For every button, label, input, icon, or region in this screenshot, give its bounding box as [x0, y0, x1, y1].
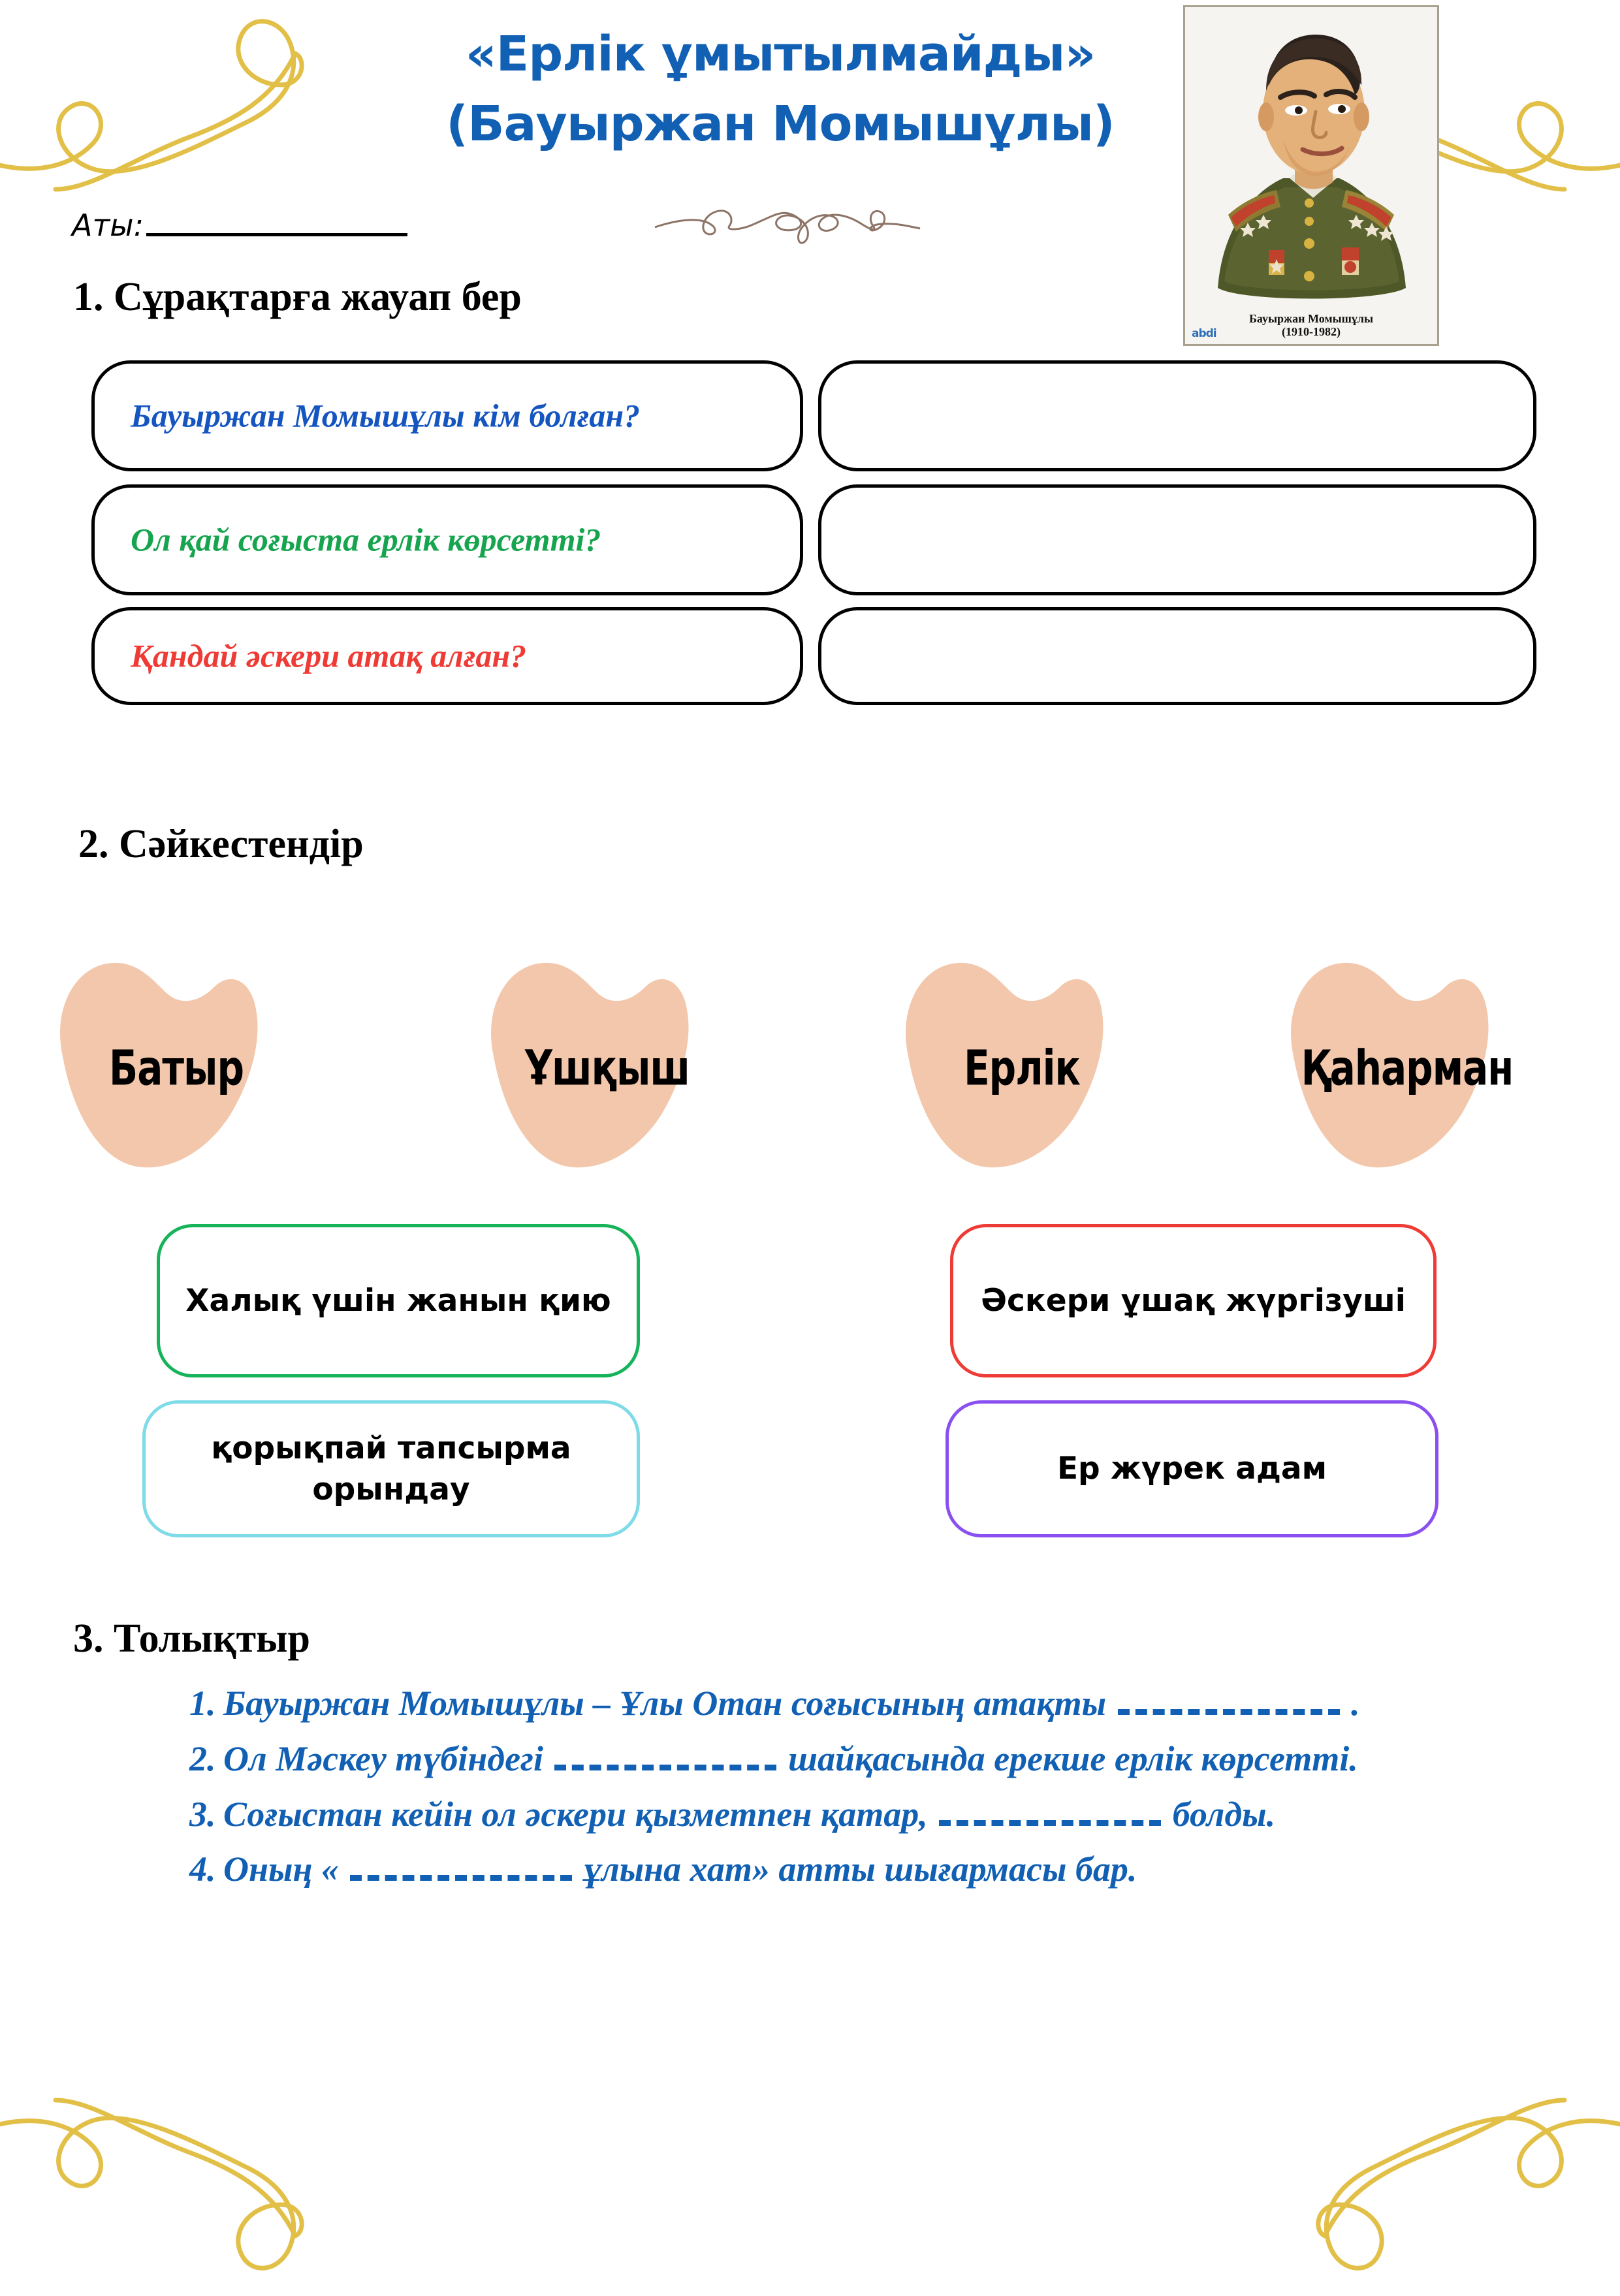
portrait-caption-name: Бауыржан Момышұлы — [1248, 311, 1374, 325]
fill-item-number-2: 2. — [189, 1738, 216, 1778]
section-1-heading: 1. Сұрақтарға жауап бер — [73, 275, 522, 319]
answer-box-1[interactable] — [818, 360, 1536, 471]
corner-flourish-bottom-left — [0, 2051, 359, 2296]
definition-box-3[interactable]: Әскери ұшақ жүргізуші — [950, 1224, 1437, 1377]
word-blob-label-2: Ұшқыш — [524, 1039, 690, 1097]
blank-line-2[interactable] — [554, 1739, 777, 1770]
title-line-1: «Ерлік ұмытылмайды» — [465, 26, 1096, 82]
word-blob-batyr[interactable]: Батыр — [39, 947, 313, 1175]
fill-item-text-before-4: Оның « — [223, 1849, 339, 1889]
fill-item-text-before-1: Бауыржан Момышұлы – Ұлы Отан соғысының а… — [223, 1684, 1107, 1723]
name-field-label: Аты: — [72, 208, 144, 243]
answer-box-3[interactable] — [818, 607, 1536, 705]
fill-item-text-before-2: Ол Мәскеу түбіндегі — [223, 1738, 543, 1778]
fill-item-text-after-1: . — [1351, 1684, 1360, 1723]
definition-box-4[interactable]: Ер жүрек адам — [945, 1400, 1438, 1537]
fill-item-4: 4. Оның « ұлына хат» атты шығармасы бар. — [189, 1844, 1456, 1895]
portrait-image: Бауыржан Момышұлы (1910-1982) abdi — [1183, 5, 1439, 346]
fill-item-text-after-3: болды. — [1172, 1794, 1276, 1834]
definition-box-2[interactable]: қорықпай тапсырма орындау — [142, 1400, 640, 1537]
fill-item-2: 2. Ол Мәскеу түбіндегі шайқасында ерекше… — [189, 1733, 1456, 1785]
fill-item-3: 3. Соғыстан кейін ол әскери қызметпен қа… — [189, 1789, 1456, 1840]
word-blob-erlik[interactable]: Ерлік — [885, 947, 1159, 1175]
fill-item-number-3: 3. — [189, 1794, 216, 1834]
section-2-heading: 2. Сәйкестендір — [78, 822, 364, 866]
name-field[interactable]: Аты: — [72, 208, 408, 243]
question-box-1: Бауыржан Момышұлы кім болған? — [91, 360, 803, 471]
word-blob-qaharman[interactable]: Қаһарман — [1270, 947, 1544, 1175]
word-blob-label-3: Ерлік — [964, 1039, 1081, 1097]
portrait-caption: Бауыржан Момышұлы (1910-1982) — [1185, 312, 1437, 339]
title-line-2: (Бауыржан Момышұлы) — [446, 96, 1115, 153]
question-box-2: Ол қай соғыста ерлік көрсетті? — [91, 484, 803, 595]
fill-item-text-before-3: Соғыстан кейін ол әскери қызметпен қатар… — [223, 1794, 928, 1834]
blank-line-4[interactable] — [350, 1850, 573, 1881]
corner-flourish-top-left — [0, 0, 359, 238]
name-field-writing-line[interactable] — [146, 233, 408, 236]
fill-item-number-4: 4. — [189, 1849, 216, 1889]
question-text-1: Бауыржан Момышұлы кім болған? — [131, 397, 641, 434]
portrait-watermark: abdi — [1192, 327, 1217, 340]
word-blob-ushqysh[interactable]: Ұшқыш — [470, 947, 744, 1175]
definition-text-3: Әскери ұшақ жүргізуші — [981, 1282, 1406, 1319]
blank-line-1[interactable] — [1117, 1684, 1340, 1715]
answer-box-2[interactable] — [818, 484, 1536, 595]
definition-text-1: Халық үшін жанын қию — [185, 1282, 611, 1319]
definition-text-2: қорықпай тапсырма орындау — [211, 1430, 571, 1507]
swirl-divider-ornament — [643, 196, 930, 251]
question-box-3: Қандай әскери атақ алған? — [91, 607, 803, 705]
question-text-3: Қандай әскери атақ алған? — [131, 637, 527, 674]
corner-flourish-bottom-right — [1261, 2051, 1620, 2296]
fill-item-number-1: 1. — [189, 1684, 216, 1723]
question-text-2: Ол қай соғыста ерлік көрсетті? — [131, 521, 601, 558]
definition-text-4: Ер жүрек адам — [1056, 1451, 1327, 1487]
fill-item-text-after-2: шайқасында ерекше ерлік көрсетті. — [787, 1738, 1358, 1778]
section-3-heading: 3. Толықтыр — [73, 1616, 311, 1661]
portrait-caption-years: (1910-1982) — [1282, 325, 1341, 339]
blank-line-3[interactable] — [939, 1795, 1162, 1826]
word-blob-label-4: Қаһарман — [1301, 1039, 1514, 1097]
section-3-fill-list: 1. Бауыржан Момышұлы – Ұлы Отан соғысыны… — [189, 1678, 1456, 1899]
fill-item-1: 1. Бауыржан Момышұлы – Ұлы Отан соғысыны… — [189, 1678, 1456, 1729]
fill-item-text-after-4: ұлына хат» атты шығармасы бар. — [583, 1849, 1137, 1889]
page-title: «Ерлік ұмытылмайды» (Бауыржан Момышұлы) — [392, 20, 1169, 160]
definition-box-1[interactable]: Халық үшін жанын қию — [157, 1224, 640, 1377]
word-blob-label-1: Батыр — [109, 1039, 244, 1097]
